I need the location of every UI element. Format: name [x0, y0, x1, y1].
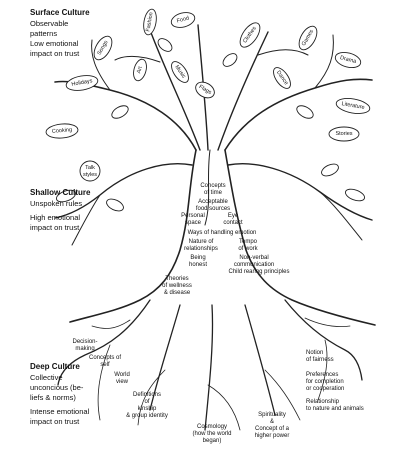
surface-culture-heading: Surface Culture	[30, 8, 90, 17]
surface-culture-legend: Surface Culture Observable patterns Low …	[30, 8, 110, 59]
trunk-left-edge	[69, 149, 197, 323]
branch-twig-2	[314, 34, 334, 89]
root-main-left	[57, 299, 151, 386]
branch-twig-1	[91, 39, 111, 91]
trunk-label-child-rearing: Child rearing principles	[228, 269, 290, 275]
leaf-food	[170, 12, 196, 28]
deep-culture-line: Intense emotional	[30, 407, 90, 416]
branch-twig-3	[71, 194, 101, 246]
leaf-literature	[335, 98, 371, 114]
branch-right-low	[227, 163, 373, 221]
branch-left-low	[54, 163, 193, 219]
root-main-mid	[204, 304, 214, 431]
shallow-culture-line: Unspoken rules	[30, 199, 83, 208]
leaf-blank-6	[157, 38, 173, 52]
leaf-blank-7	[344, 188, 366, 202]
root-main-mid-left	[149, 304, 181, 411]
leaf-holidays	[65, 75, 99, 91]
trunk-inner-line	[204, 149, 211, 226]
trunk-label-handling-emotion: Ways of handling emotion	[187, 230, 257, 236]
leaf-blank-2	[296, 105, 314, 119]
deep-culture-line: Collective	[30, 373, 63, 382]
root-fine-6	[91, 319, 131, 329]
root-fine-4	[264, 369, 301, 421]
leaf-blank-5	[222, 53, 238, 67]
leaf-music	[171, 61, 189, 83]
root-main-mid-right	[244, 304, 276, 416]
leaf-games	[298, 25, 318, 51]
leaf-blank-3	[106, 198, 124, 212]
branch-center-left	[149, 29, 201, 151]
branch-twig-5	[114, 56, 161, 63]
deep-culture-line: unconcious (be-	[30, 383, 84, 392]
deep-culture-line: impact on trust	[30, 417, 80, 426]
deep-culture-line: liefs & norms)	[30, 393, 76, 402]
shallow-culture-line: High emotional	[30, 213, 81, 222]
leaf-label-talk-styles-2: styles	[82, 172, 98, 178]
branch-left-main	[54, 80, 197, 151]
leaf-drama	[334, 51, 362, 69]
leaf-cooking	[45, 123, 79, 139]
surface-culture-line: Observable	[30, 19, 69, 28]
surface-culture-line: Low emotional	[30, 39, 79, 48]
root-main-right	[284, 299, 363, 381]
root-fine-5	[317, 339, 328, 401]
leaf-label-talk-styles-1: Talk	[85, 165, 95, 171]
leaf-art	[133, 58, 147, 82]
branch-right-main	[224, 78, 373, 151]
deep-culture-heading: Deep Culture	[30, 362, 80, 371]
shallow-culture-heading: Shallow Culture	[30, 188, 91, 197]
surface-culture-line: patterns	[30, 29, 58, 38]
leaf-blank-1	[111, 105, 129, 119]
root-label-decision-making: Decision-making	[72, 339, 98, 352]
root-fine-1	[97, 344, 111, 421]
trunk-right-edge	[224, 149, 376, 326]
leaf-blank-4	[321, 163, 339, 177]
leaf-fashion	[143, 8, 157, 36]
root-fine-3	[207, 384, 241, 431]
leaf-clothes	[239, 22, 261, 48]
root-fine-7	[304, 317, 351, 327]
root-fine-2	[137, 369, 166, 426]
leaf-stories	[328, 126, 360, 142]
shallow-culture-line: impact on trust	[30, 223, 80, 232]
leaf-blank-8	[55, 189, 77, 203]
branch-twig-4	[319, 191, 363, 241]
leaf-label-stories: Stories	[335, 131, 353, 137]
branch-twig-6	[257, 49, 309, 56]
leaf-flags	[195, 81, 215, 99]
deep-culture-legend: Deep Culture Collective unconcious (be- …	[30, 362, 110, 427]
leaf-songs	[93, 35, 113, 61]
branch-center-right	[217, 31, 269, 151]
leaf-dance	[273, 67, 291, 89]
shallow-culture-legend: Shallow Culture Unspoken rules High emot…	[30, 188, 110, 233]
surface-culture-line: impact on trust	[30, 49, 80, 58]
leaf-talk-styles	[79, 160, 101, 182]
